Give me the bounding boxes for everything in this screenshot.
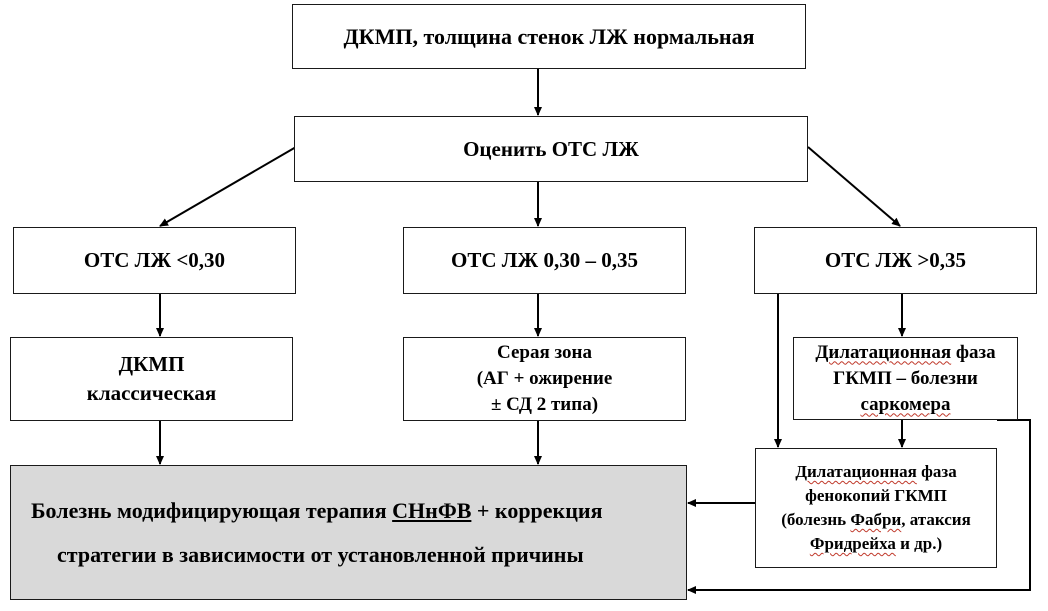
node-top: ДКМП, толщина стенок ЛЖ нормальная	[292, 4, 806, 69]
node-pheno-line-2: фенокопий ГКМП	[805, 486, 947, 505]
node-hcm-line-3: саркомера	[860, 393, 951, 415]
node-dcm-line-1: ДКМП	[118, 352, 185, 376]
node-pheno-word-fabry: Фабри	[850, 510, 902, 529]
node-grey-line-1: Серая зона	[497, 342, 592, 363]
node-rwt-mid: ОТС ЛЖ 0,30 – 0,35	[403, 227, 686, 294]
node-therapy-line-2: стратегии в зависимости от установленной…	[57, 541, 584, 567]
node-grey-line-2: (АГ + ожирение	[476, 368, 613, 389]
node-therapy-text-a: Болезнь модифицирующая терапия	[31, 497, 393, 523]
node-rwt-low-label: ОТС ЛЖ <0,30	[83, 248, 226, 272]
node-assess: Оценить ОТС ЛЖ	[294, 116, 808, 182]
node-grey-line-3: ± СД 2 типа)	[490, 394, 599, 415]
node-pheno-line-3: (болезнь Фабри, атаксия	[781, 508, 971, 532]
node-hcm-word-phase: фаза	[955, 341, 996, 363]
node-pheno-word-phase: фаза	[921, 462, 957, 481]
arrow-assess-to-low	[159, 146, 297, 227]
node-grey-zone: Серая зона (АГ + ожирение ± СД 2 типа)	[403, 337, 686, 421]
node-rwt-high-label: ОТС ЛЖ >0,35	[824, 248, 967, 272]
node-top-label: ДКМП, толщина стенок ЛЖ нормальная	[343, 23, 755, 49]
node-pheno-text-c: и др.)	[895, 534, 943, 553]
node-rwt-mid-label: ОТС ЛЖ 0,30 – 0,35	[451, 248, 638, 272]
node-pheno-text-b: , атаксия	[901, 510, 971, 529]
node-dcm-classic: ДКМП классическая	[10, 337, 293, 421]
arrow-assess-to-high	[807, 146, 901, 227]
node-therapy: Болезнь модифицирующая терапия СНнФВ + к…	[10, 465, 687, 600]
node-rwt-low: ОТС ЛЖ <0,30	[13, 227, 296, 294]
node-hcm-line-2: ГКМП – болезни	[833, 367, 978, 389]
node-pheno-word-friedreich: Фридрейха	[809, 534, 896, 553]
node-therapy-abbr: СНнФВ	[392, 497, 472, 523]
node-rwt-high: ОТС ЛЖ >0,35	[754, 227, 1037, 294]
node-therapy-text-b: + коррекция	[471, 497, 603, 523]
arrow-hcm-loop-to-therapy	[687, 419, 1031, 594]
node-hcm-line-1: Дилатационная фаза	[815, 340, 995, 366]
node-hcm-word-dilated: Дилатационная	[815, 341, 952, 363]
node-pheno-line-4: Фридрейха и др.)	[810, 532, 942, 556]
node-dcm-line-2: классическая	[86, 381, 217, 405]
node-pheno-word-dilated: Дилатационная	[795, 462, 917, 481]
node-pheno-text-a: (болезнь	[781, 510, 851, 529]
node-hcm-dilated: Дилатационная фаза ГКМП – болезни сарком…	[793, 337, 1018, 420]
node-assess-label: Оценить ОТС ЛЖ	[463, 136, 639, 161]
node-therapy-line-1: Болезнь модифицирующая терапия СНнФВ + к…	[31, 489, 602, 533]
node-pheno-line-1: Дилатационная фаза	[795, 460, 956, 484]
node-phenocopy: Дилатационная фаза фенокопий ГКМП (болез…	[755, 448, 997, 568]
